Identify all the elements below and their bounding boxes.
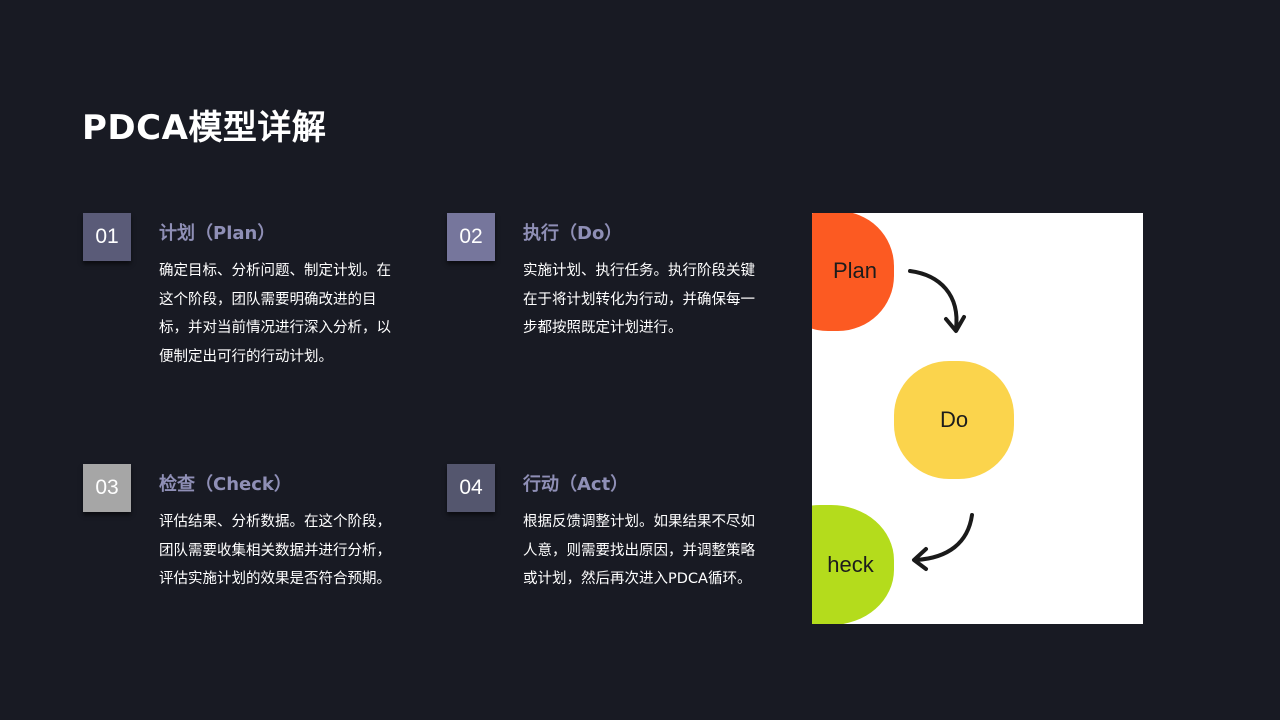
step-description: 实施计划、执行任务。执行阶段关键在于将计划转化为行动，并确保每一步都按照既定计划… [523, 263, 755, 336]
arrow-plan-to-do-head [944, 315, 966, 333]
step-description: 根据反馈调整计划。如果结果不尽如人意，则需要找出原因，并调整策略或计划，然后再次… [523, 514, 755, 587]
step-title: 计划（Plan） [159, 223, 276, 244]
arrow-strokes [908, 269, 974, 571]
step-title: 行动（Act） [523, 474, 629, 495]
arrow-plan-to-do [908, 269, 959, 331]
arrow-do-to-check [914, 513, 974, 562]
do-label: Do [939, 407, 969, 432]
plan-label: Plan [832, 258, 878, 283]
plan-blob: Plan [812, 213, 894, 331]
step-number-badge: 04 [447, 464, 495, 512]
step-number-badge: 03 [83, 464, 131, 512]
step-number-badge: 02 [447, 213, 495, 261]
step-description: 确定目标、分析问题、制定计划。在这个阶段，团队需要明确改进的目标，并对当前情况进… [159, 263, 391, 365]
step-title: 执行（Do） [523, 223, 623, 244]
arrow-do-to-check-head [912, 547, 928, 571]
page-title: PDCA模型详解 [82, 108, 327, 148]
step-number-badge: 01 [83, 213, 131, 261]
pdca-cycle-image: Plan Do heck [812, 213, 1143, 624]
check-label: heck [827, 552, 874, 577]
step-title: 检查（Check） [159, 474, 292, 495]
curved-arrow-icon [908, 269, 974, 571]
do-blob: Do [894, 361, 1014, 479]
step-description: 评估结果、分析数据。在这个阶段，团队需要收集相关数据并进行分析，评估实施计划的效… [159, 514, 391, 587]
